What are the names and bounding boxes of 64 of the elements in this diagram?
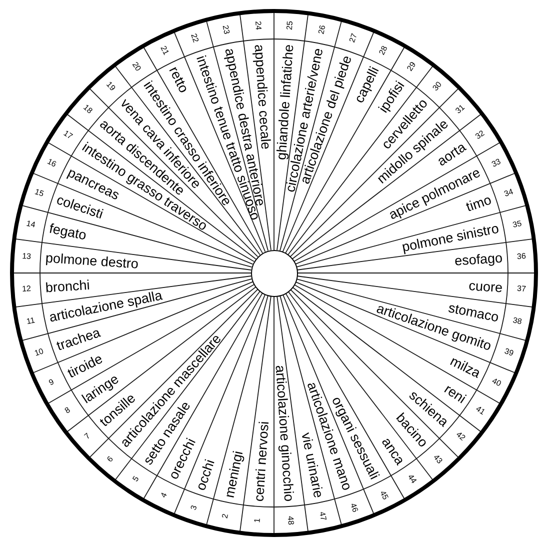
sector-number: 3: [190, 504, 199, 512]
sector-number: 9: [48, 378, 56, 388]
sector-number: 30: [432, 80, 444, 93]
sector-label: capelli: [352, 64, 382, 105]
sector-number: 17: [62, 129, 74, 142]
sector-number: 32: [474, 129, 486, 142]
sector-label: bronchi: [45, 278, 90, 295]
sector-number: 45: [378, 490, 390, 502]
sector-number: 26: [318, 24, 328, 35]
sector-number: 47: [318, 511, 328, 522]
sector-label: colecisti: [54, 193, 105, 222]
sector-number: 42: [454, 430, 466, 442]
sector-number: 44: [406, 473, 418, 486]
sector-number: 20: [130, 60, 142, 73]
sector-label: cuore: [468, 279, 503, 295]
sector-number: 6: [106, 455, 115, 464]
sector-number: 35: [512, 220, 522, 230]
sector-number: 10: [34, 348, 45, 358]
sector-number: 1: [254, 518, 262, 523]
sector-number: 21: [158, 44, 170, 56]
sector-number: 34: [503, 188, 514, 198]
sector-number: 46: [348, 502, 359, 514]
sector-label: appendice cecale: [252, 44, 273, 150]
sector-number: 41: [474, 404, 486, 417]
sector-label: reni: [442, 382, 468, 406]
sector-number: 31: [454, 104, 466, 116]
sector-label: meningi: [222, 450, 246, 499]
sector-number: 40: [490, 377, 502, 388]
sector-number: 43: [432, 453, 444, 466]
sector-label: milza: [448, 354, 482, 380]
sector-number: 29: [406, 60, 418, 73]
sector-number: 5: [132, 475, 141, 484]
sector-number: 4: [160, 492, 169, 500]
sector-number: 25: [286, 20, 294, 30]
sector-label: centri nervosi: [252, 420, 271, 502]
sector-number: 8: [64, 406, 72, 416]
sector-label: occhi: [194, 458, 217, 492]
sector-label: trachea: [54, 326, 102, 353]
sector-label: polmone destro: [45, 251, 139, 271]
sector-number: 22: [189, 32, 200, 44]
sector-number: 28: [378, 44, 390, 56]
sector-label: fegato: [48, 222, 88, 242]
sector-label: tiroide: [66, 352, 105, 380]
sector-number: 48: [286, 516, 294, 526]
sector-number: 27: [348, 32, 359, 44]
sector-number: 11: [26, 316, 36, 326]
sector-number: 37: [516, 284, 526, 294]
sector-number: 24: [254, 20, 262, 30]
sector-number: 12: [22, 284, 32, 294]
sector-number: 36: [516, 252, 526, 262]
sector-number: 38: [512, 316, 522, 326]
sector-label: stomaco: [447, 301, 500, 324]
sector-number: 14: [26, 220, 36, 230]
sector-number: 33: [490, 158, 502, 169]
sector-number: 15: [34, 188, 45, 198]
sector-number: 2: [221, 513, 230, 520]
sector-number: 39: [503, 348, 514, 358]
sector-number: 23: [220, 24, 230, 35]
sector-number: 13: [22, 252, 32, 262]
sector-number: 19: [104, 80, 116, 93]
sector-number: 18: [82, 104, 94, 116]
sector-label: articolazione ginocchio: [273, 364, 296, 502]
sector-number: 16: [46, 158, 58, 169]
sector-number: 7: [83, 432, 92, 441]
